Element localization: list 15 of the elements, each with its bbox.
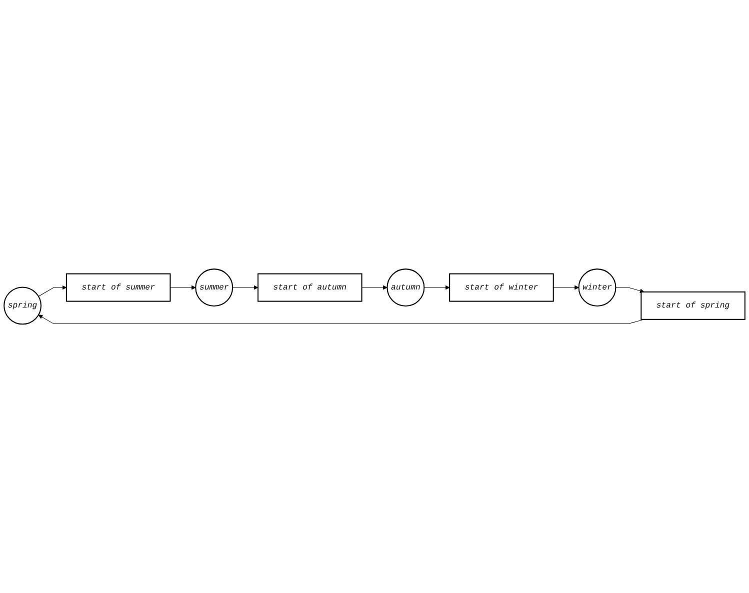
node-circle: spring — [4, 286, 42, 325]
node-circle: winter — [578, 268, 616, 306]
node-box: start of winter — [449, 273, 554, 302]
node-box: start of summer — [66, 273, 171, 302]
node-box: start of autumn — [258, 273, 362, 302]
node-circle: summer — [195, 268, 234, 306]
arrow — [424, 285, 450, 290]
arrow — [38, 285, 67, 297]
arrow — [170, 285, 196, 290]
node-box: start of spring — [640, 291, 746, 320]
arrow — [615, 287, 644, 293]
arrow — [362, 285, 388, 290]
arrow — [232, 285, 258, 290]
node-circle: autumn — [386, 268, 425, 306]
arrow — [553, 285, 579, 290]
